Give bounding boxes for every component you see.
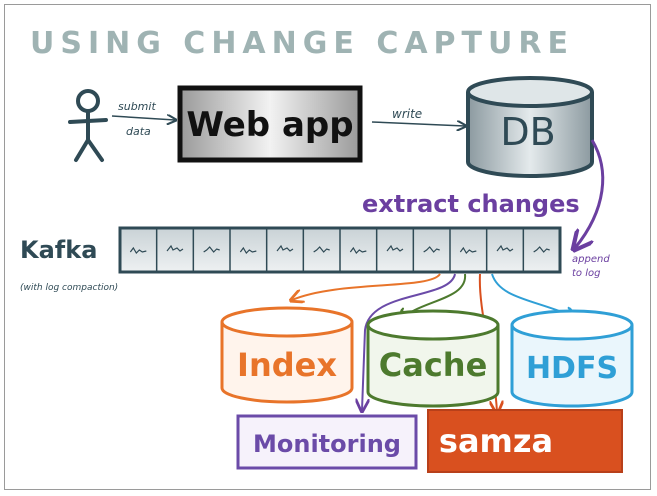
kafka-message-mark [349,246,367,254]
webapp-label: Web app [186,105,353,145]
cache-label: Cache [379,346,488,384]
data-label: data [126,125,151,138]
monitoring-box: Monitoring [236,414,418,470]
kafka-message-mark [239,246,257,254]
monitoring-label: Monitoring [253,430,401,458]
write-label: write [392,107,422,121]
kafka-sublabel: (with log compaction) [20,283,118,293]
kafka-message-mark [459,246,477,254]
extract-changes-label: extract changes [362,190,580,218]
index-label: Index [237,346,337,384]
kafka-message-mark [276,244,294,252]
index-arrow [292,273,441,300]
index-cylinder: Index [220,306,354,404]
kafka-message-mark [533,246,550,253]
kafka-message-mark [313,246,330,253]
extract-changes-arrow [575,139,605,248]
kafka-message-mark [496,244,514,252]
user-stick-figure-icon [68,89,108,162]
kafka-message-mark [129,246,147,254]
samza-label: samza [439,422,553,460]
hdfs-cylinder: HDFS [510,309,634,408]
kafka-message-mark [386,244,404,252]
kafka-message-mark [423,246,440,253]
kafka-log [118,226,562,274]
write-arrow [371,122,465,126]
db-cylinder: DB [466,76,594,178]
submit-label: submit [118,100,156,113]
submit-data-arrow [111,116,175,120]
kafka-label: Kafka [20,236,97,264]
cache-cylinder: Cache [366,309,500,408]
kafka-message-mark [166,244,184,252]
hdfs-label: HDFS [526,351,618,386]
append-label-line2: to log [572,268,600,279]
db-label: DB [500,110,555,154]
webapp-box: Web app [177,85,363,163]
kafka-message-mark [203,246,220,253]
samza-box: samza [427,409,623,473]
append-label-line1: append [572,254,610,265]
diagram-title: USING CHANGE CAPTURE [30,26,574,61]
